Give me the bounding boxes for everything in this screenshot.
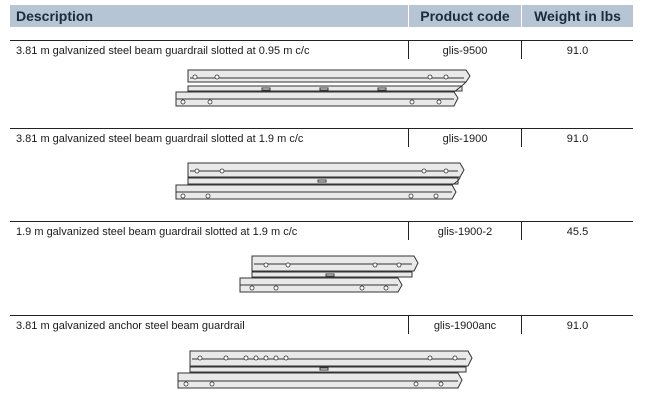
row-product-code: glis-9500 — [442, 45, 488, 57]
column-divider — [521, 41, 522, 59]
row-divider — [10, 40, 633, 41]
row-weight: 91.0 — [566, 45, 589, 57]
guardrail-beam-image — [175, 162, 465, 200]
row-description: 3.81 m galvanized anchor steel beam guar… — [16, 320, 245, 332]
column-divider — [408, 222, 409, 240]
row-product-code: glis-1900anc — [433, 320, 497, 332]
guardrail-beam-short-image — [239, 255, 419, 293]
row-product-code: glis-1900 — [442, 133, 488, 145]
row-divider — [10, 128, 633, 129]
column-divider — [521, 129, 522, 147]
row-divider — [10, 315, 633, 316]
header-divider — [521, 5, 522, 27]
header-weight: Weight in lbs — [534, 8, 621, 24]
column-divider — [408, 316, 409, 334]
row-weight: 91.0 — [566, 133, 589, 145]
row-description: 3.81 m galvanized steel beam guardrail s… — [16, 133, 304, 145]
guardrail-beam-image — [175, 69, 471, 107]
column-divider — [521, 222, 522, 240]
header-divider — [408, 5, 409, 27]
table-header: Description Product code Weight in lbs — [10, 5, 633, 27]
header-product-code: Product code — [420, 8, 510, 24]
column-divider — [521, 316, 522, 334]
header-description: Description — [16, 8, 94, 24]
guardrail-anchor-beam-image — [177, 350, 473, 389]
row-divider — [10, 221, 633, 222]
row-product-code: glis-1900-2 — [437, 226, 493, 238]
row-weight: 91.0 — [566, 320, 589, 332]
row-weight: 45.5 — [566, 226, 589, 238]
column-divider — [408, 129, 409, 147]
row-description: 3.81 m galvanized steel beam guardrail s… — [16, 45, 310, 57]
row-description: 1.9 m galvanized steel beam guardrail sl… — [16, 226, 298, 238]
column-divider — [408, 41, 409, 59]
